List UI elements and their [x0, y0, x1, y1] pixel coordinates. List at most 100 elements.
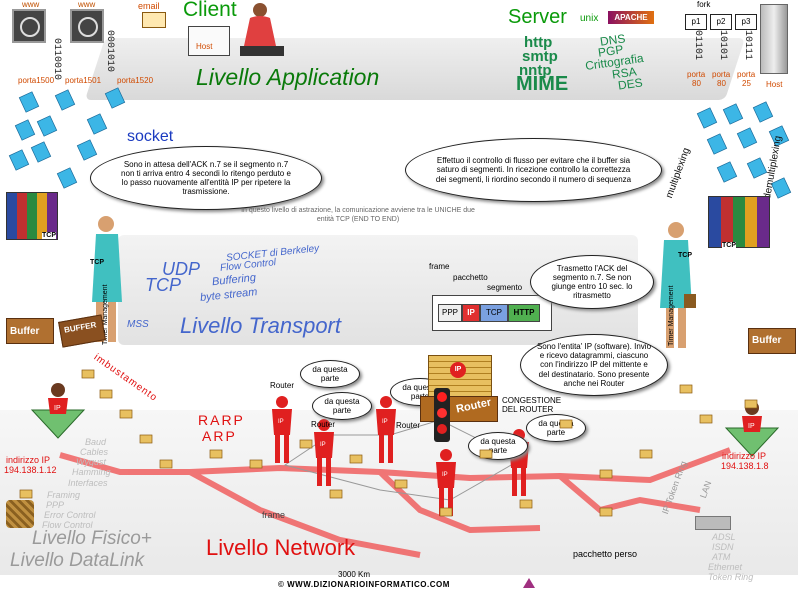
end-to-end-note: In questo livello di astrazione, la comu… — [241, 207, 475, 223]
frame-cell-tcp: TCP — [480, 304, 508, 322]
proto-tcp: TCP — [145, 275, 181, 295]
frame-cell-http: HTTP — [508, 304, 540, 322]
phys-term-wygust: Wygust — [76, 457, 107, 467]
ip-entity-left: IP — [30, 383, 86, 439]
fork-label: fork — [697, 0, 711, 9]
port-label-1500: porta1500 — [18, 76, 55, 85]
tech-atm: ATM — [712, 552, 731, 562]
proto-http: http — [524, 34, 553, 51]
tcp-left2-label: TCP — [90, 259, 104, 266]
envelope-icon — [142, 12, 166, 28]
buffer-left-label: Buffer — [10, 326, 40, 337]
server-tower-icon — [760, 4, 788, 74]
bit-stream: 0001010 — [104, 30, 115, 73]
port-right-1-label: porta — [687, 70, 706, 79]
multiplexing-label: multiplexing — [664, 146, 693, 200]
direction-bubble-2-text: da questa parte — [402, 382, 438, 401]
network-routes — [59, 419, 732, 558]
ip-address-left: 194.138.1.12 — [4, 465, 57, 475]
ip-address-left-label: indirizzo IP — [6, 455, 51, 465]
tech-ethernet: Ethernet — [708, 562, 743, 572]
port-right-3-label: porta — [737, 70, 756, 79]
ip-address-right-label: indirizzo IP — [722, 451, 767, 461]
physical-layer-title: Livello Fisico+ — [32, 528, 152, 549]
direction-bubble-4: da questa parte — [468, 432, 528, 460]
timer-management-right-label: Timer Management — [668, 285, 675, 346]
router-figure-1: IP — [272, 396, 292, 463]
apache-logo: APACHE — [608, 11, 654, 24]
speech-bubble-ack-text: Trasmetto l'ACK del segmento n.7. Se non… — [551, 263, 633, 301]
basket-icon — [6, 500, 34, 528]
ip-address-right: 194.138.1.8 — [721, 461, 769, 471]
network-layer-title: Livello Network — [206, 535, 356, 560]
speech-bubble-ack: Trasmetto l'ACK del segmento n.7. Se non… — [530, 255, 654, 309]
port-right-2-label: porta — [712, 70, 731, 79]
port-label-1520: porta1520 — [117, 76, 154, 85]
router-label-3: Router — [396, 421, 421, 430]
direction-bubble-1-text: da questa parte — [312, 364, 348, 383]
congestion-label: CONGESTIONE DEL ROUTER — [502, 396, 562, 414]
direction-bubble-4-text: da questa parte — [480, 436, 516, 455]
speech-bubble-ip-entity-text: Sono l'entita' IP (software). Invio e ri… — [536, 342, 652, 388]
frame-bottom-label: frame — [262, 510, 286, 520]
process-p3: p3 — [735, 14, 757, 30]
direction-bubble-3: da questa parte — [312, 392, 372, 420]
buffer-right-label: Buffer — [752, 335, 782, 346]
router-ip-badge: IP — [450, 362, 466, 378]
packet-label: pacchetto — [453, 273, 488, 282]
svg-text:IP: IP — [54, 405, 61, 412]
direction-bubble-1: da questa parte — [300, 360, 360, 388]
globe-icon — [70, 9, 104, 43]
distance-label: 3000 Km — [338, 570, 371, 579]
application-layer-plate — [84, 38, 746, 100]
process-p1: p1 — [685, 14, 707, 30]
traffic-light-icon — [434, 388, 450, 442]
client-user-illustration — [240, 3, 284, 56]
transport-layer-title: Livello Transport — [180, 313, 341, 338]
unix-label: unix — [580, 13, 599, 24]
www-label-1: www — [22, 0, 40, 9]
router-figure-2: IP — [314, 419, 334, 486]
direction-bubble-5-text: da questa parte — [538, 418, 574, 437]
client-title: Client — [183, 0, 237, 21]
phys-term-cables: Cables — [80, 447, 109, 457]
bit-stream: 10111 — [742, 30, 753, 61]
proto-nntp: nntp — [519, 62, 552, 79]
frame-cell-ppp: PPP — [438, 304, 462, 322]
buffer-left-box — [6, 318, 54, 344]
rarp-label: RARP — [198, 412, 245, 428]
frame-cell-ip: IP — [462, 304, 480, 322]
datalink-term-error: Error Control — [44, 510, 96, 520]
bit-stream: 01101 — [692, 30, 703, 61]
phys-term-hamming: Hamming — [72, 467, 111, 477]
lost-packet-label: pacchetto perso — [573, 549, 638, 559]
www-label-2: www — [78, 0, 96, 9]
socket-label: socket — [127, 128, 174, 145]
datalink-term-ppp: PPP — [46, 500, 65, 510]
segment-documents-left — [8, 87, 126, 189]
router-box — [420, 396, 498, 422]
datalink-term-framing: Framing — [47, 490, 81, 500]
segment-documents-right — [696, 101, 792, 199]
direction-bubble-5: da questa parte — [526, 414, 586, 442]
proto-smtp: smtp — [522, 48, 558, 65]
segment-label: segmento — [487, 283, 523, 292]
port-right-2-num: 80 — [717, 79, 726, 88]
svg-text:IP: IP — [442, 472, 448, 478]
speech-bubble-ip-entity: Sono l'entita' IP (software). Invio e ri… — [520, 334, 668, 396]
svg-text:IP: IP — [748, 423, 755, 430]
application-layer-title: Livello Application — [196, 64, 380, 90]
direction-bubble-3-text: da questa parte — [324, 396, 360, 415]
bit-stream: 10101 — [717, 30, 728, 61]
datagram-envelopes — [19, 369, 758, 517]
svg-text:IP: IP — [278, 419, 284, 425]
mss-label: MSS — [127, 319, 149, 330]
svg-text:IP: IP — [382, 419, 388, 425]
copyright-footer: © WWW.DIZIONARIOINFORMATICO.COM — [278, 580, 450, 589]
router-figure-3: IP — [376, 396, 396, 463]
process-p2: p2 — [710, 14, 732, 30]
host-right-label: Host — [766, 80, 783, 89]
arp-label: ARP — [202, 428, 237, 444]
proto-mime: MIME — [516, 73, 569, 95]
